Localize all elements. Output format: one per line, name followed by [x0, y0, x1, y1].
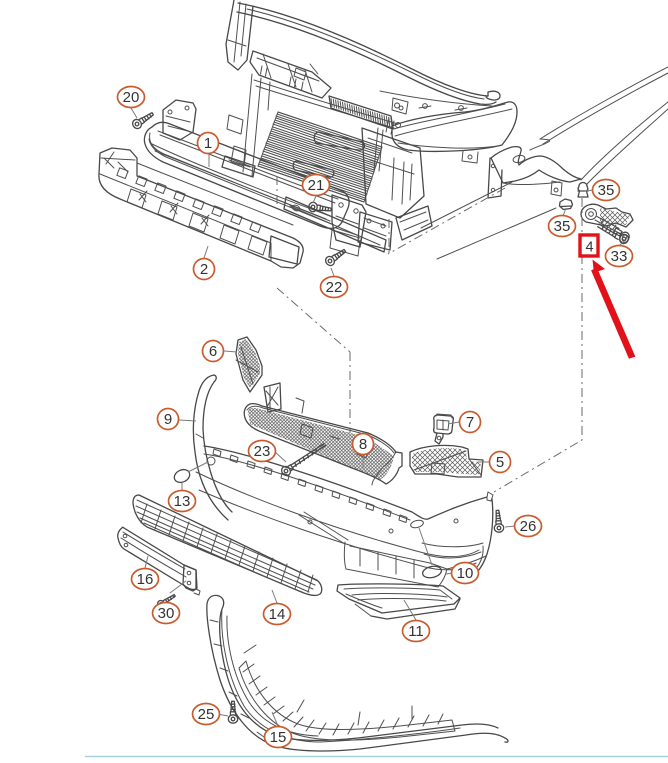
svg-text:2: 2 — [200, 261, 208, 278]
svg-text:15: 15 — [270, 729, 287, 746]
svg-text:21: 21 — [308, 177, 325, 194]
svg-text:8: 8 — [359, 436, 367, 453]
svg-text:26: 26 — [520, 518, 537, 535]
svg-text:11: 11 — [408, 623, 424, 640]
svg-text:1: 1 — [204, 135, 212, 152]
svg-text:20: 20 — [123, 89, 140, 106]
svg-text:22: 22 — [326, 279, 343, 296]
svg-text:13: 13 — [174, 493, 191, 510]
svg-text:5: 5 — [496, 454, 504, 471]
svg-text:10: 10 — [457, 565, 474, 582]
svg-text:33: 33 — [611, 248, 628, 265]
svg-text:9: 9 — [164, 411, 172, 428]
svg-text:4: 4 — [585, 240, 593, 256]
svg-text:23: 23 — [254, 443, 271, 460]
svg-text:16: 16 — [137, 571, 154, 588]
svg-text:14: 14 — [269, 606, 286, 623]
svg-text:6: 6 — [209, 343, 217, 360]
svg-text:7: 7 — [466, 414, 474, 431]
svg-text:25: 25 — [198, 706, 215, 723]
svg-text:35: 35 — [598, 182, 615, 199]
svg-text:30: 30 — [158, 605, 175, 622]
svg-text:35: 35 — [554, 218, 571, 235]
